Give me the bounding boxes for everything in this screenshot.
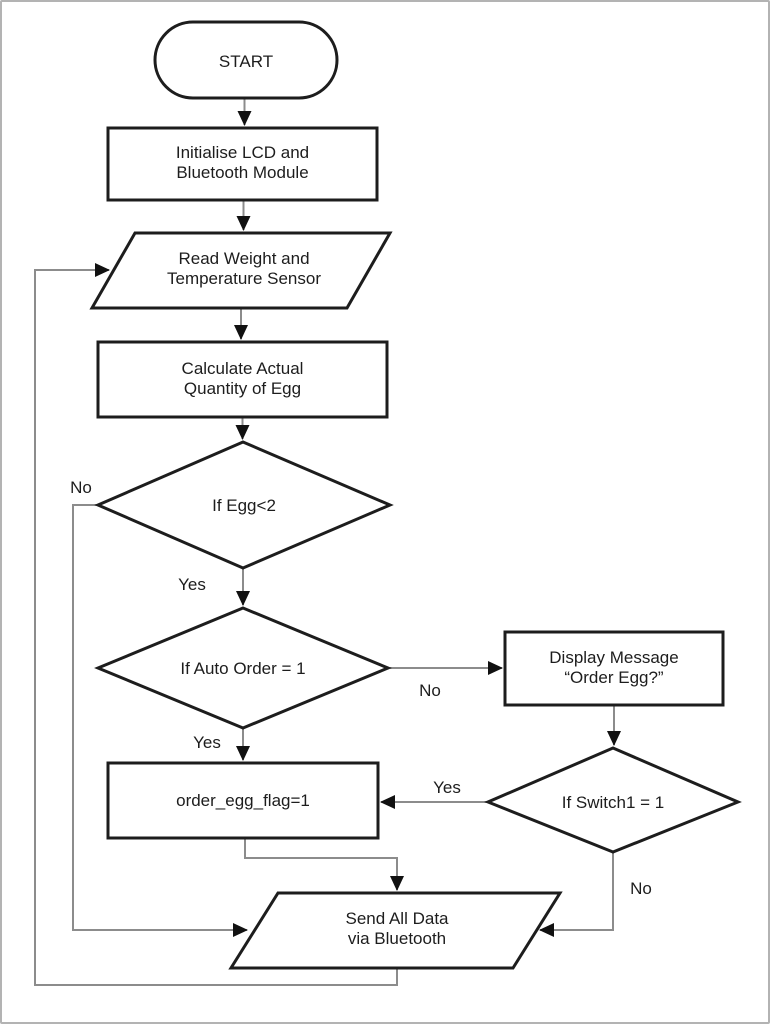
edge-switch-no bbox=[539, 852, 614, 937]
auto-order-yes-label: Yes bbox=[193, 733, 221, 752]
egg-check-label: If Egg<2 bbox=[212, 496, 276, 515]
send-data-label-line1: Send All Data bbox=[345, 909, 449, 928]
calculate-label-line1: Calculate Actual bbox=[182, 359, 304, 378]
order-flag-label: order_egg_flag=1 bbox=[176, 791, 310, 810]
switch-check-label: If Switch1 = 1 bbox=[562, 793, 665, 812]
switch-no-label: No bbox=[630, 879, 652, 898]
read-sensor-label-line2: Temperature Sensor bbox=[167, 269, 321, 288]
send-data-parallelogram bbox=[228, 891, 563, 970]
egg-check-no-label: No bbox=[70, 478, 92, 497]
calculate-label-line2: Quantity of Egg bbox=[184, 379, 301, 398]
start-terminator bbox=[153, 20, 339, 100]
switch-check-diamond bbox=[484, 746, 742, 854]
egg-check-yes-label: Yes bbox=[178, 575, 206, 594]
init-process-box bbox=[106, 126, 379, 202]
egg-check-diamond bbox=[94, 440, 394, 570]
auto-order-check-diamond bbox=[94, 606, 392, 730]
auto-order-check-label: If Auto Order = 1 bbox=[180, 659, 305, 678]
edge-send-loop-back bbox=[34, 263, 398, 986]
order-flag-process-box bbox=[106, 761, 380, 840]
display-message-label-line2: “Order Egg?” bbox=[564, 668, 664, 687]
edge-order-flag-to-send bbox=[244, 838, 404, 891]
read-sensor-parallelogram bbox=[89, 231, 393, 310]
switch-yes-label: Yes bbox=[433, 778, 461, 797]
edge-egg-check-no-loop bbox=[72, 504, 248, 937]
calculate-process-box bbox=[96, 340, 389, 419]
display-message-label-line1: Display Message bbox=[549, 648, 678, 667]
send-data-label-line2: via Bluetooth bbox=[348, 929, 446, 948]
read-sensor-label-line1: Read Weight and bbox=[178, 249, 309, 268]
display-message-box bbox=[503, 630, 725, 707]
auto-order-no-label: No bbox=[419, 681, 441, 700]
start-label: START bbox=[219, 52, 273, 71]
init-label-line2: Bluetooth Module bbox=[176, 163, 308, 182]
init-label-line1: Initialise LCD and bbox=[176, 143, 309, 162]
